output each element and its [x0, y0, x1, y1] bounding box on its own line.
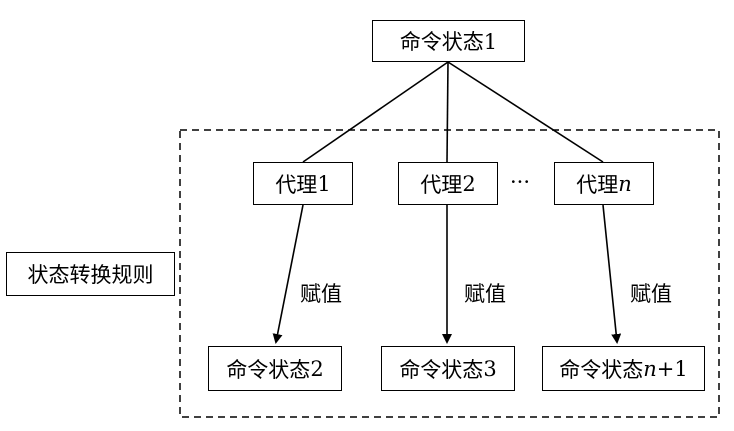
- edge-root-agentn: [447, 61, 604, 163]
- agent-n-suffix: n: [618, 171, 632, 196]
- state-2-rest: 2: [310, 356, 324, 381]
- assign-label-1: 赋值: [300, 282, 342, 306]
- agent-1-suffix: 1: [317, 171, 331, 196]
- agent-2-suffix: 2: [462, 171, 476, 196]
- state-3-rest: 3: [483, 356, 497, 381]
- root-state-label: 命令状态1: [399, 30, 498, 54]
- edge-root-agent2: [446, 61, 449, 163]
- agent-n-prefix: 代理: [576, 172, 619, 197]
- assign-label-2: 赋值: [464, 282, 506, 306]
- state-n1-prefix: 命令状态: [559, 357, 644, 382]
- rule-box: 状态转换规则: [6, 252, 175, 296]
- edge-root-agent1: [302, 61, 449, 163]
- state-2-prefix: 命令状态: [226, 357, 311, 382]
- agent-1-prefix: 代理: [275, 172, 318, 197]
- rule-label: 状态转换规则: [27, 263, 154, 287]
- agent-2-prefix: 代理: [420, 172, 463, 197]
- arrow-agent1-state2: [272, 204, 304, 344]
- rule-scope-dashed-frame: [179, 129, 720, 418]
- state-3-prefix: 命令状态: [399, 357, 484, 382]
- state-n1-var: n: [643, 356, 657, 381]
- state-n1-rest: +1: [656, 356, 688, 381]
- arrow-agentn-staten1: [602, 204, 622, 344]
- root-state-box: 命令状态1: [372, 20, 525, 62]
- agents-ellipsis: ···: [510, 170, 531, 194]
- assign-label-n: 赋值: [630, 282, 672, 306]
